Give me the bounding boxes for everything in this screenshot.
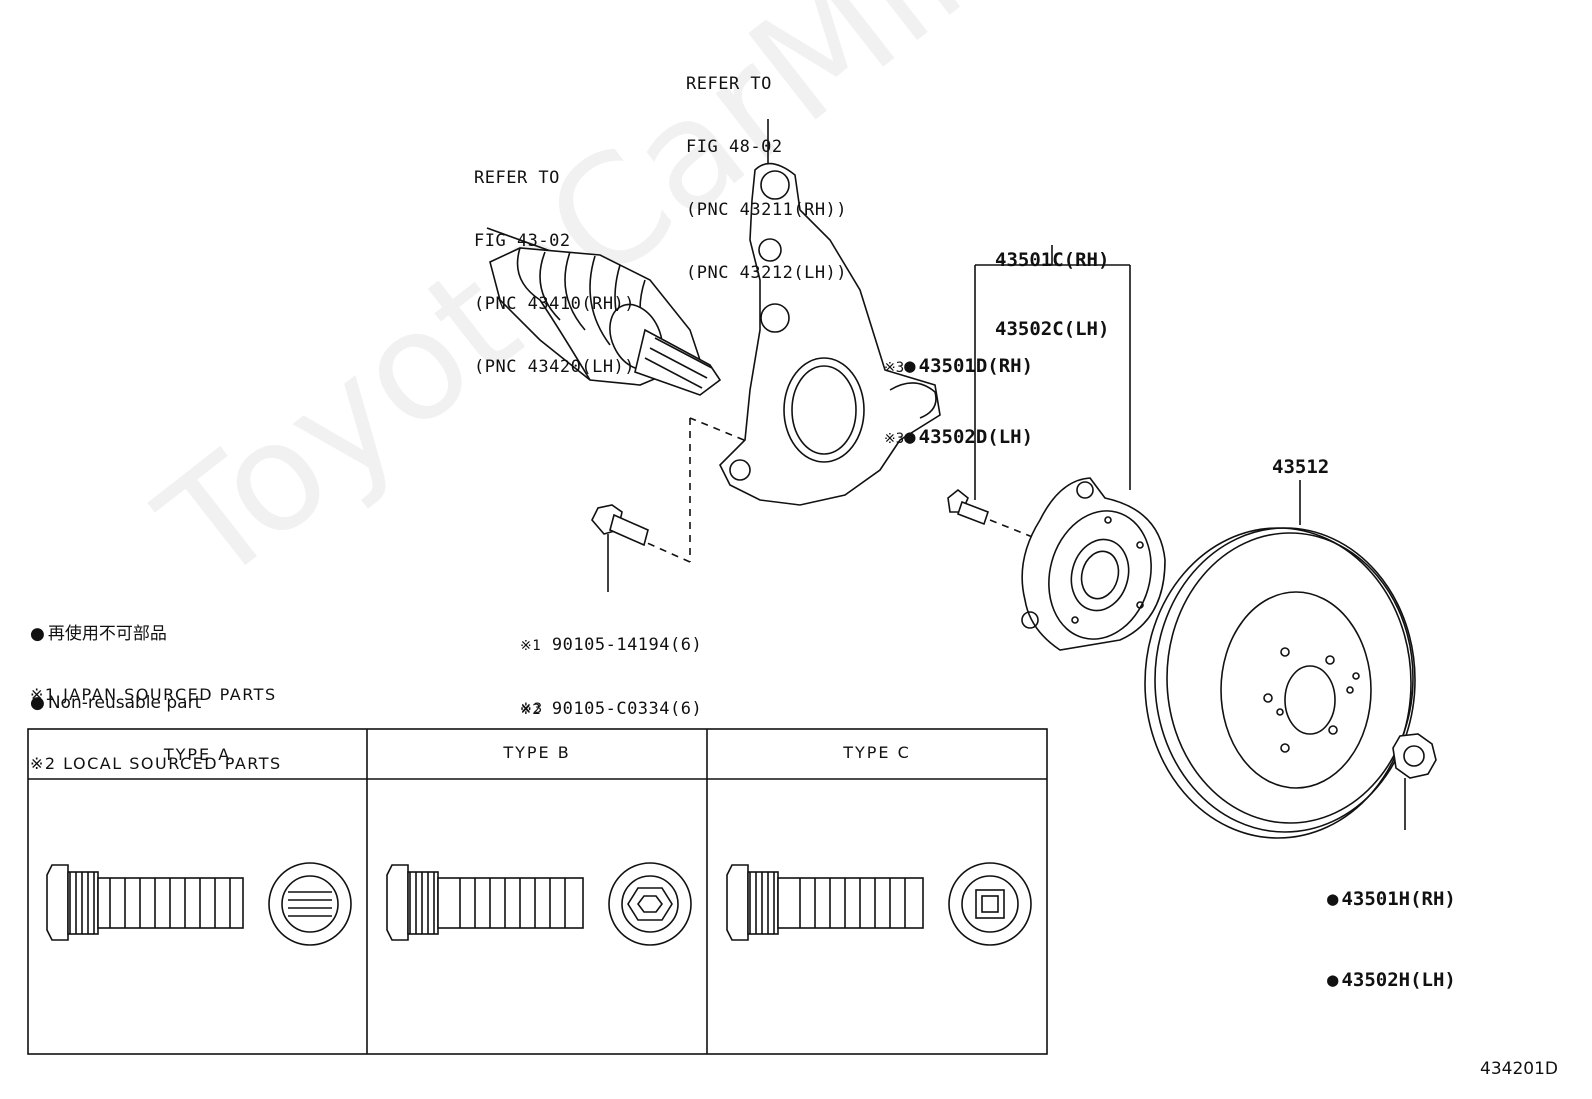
nut-lh: 43502H(LH) — [1327, 967, 1455, 994]
driveshaft-ref-line1: REFER TO — [474, 168, 560, 188]
hub-bolt-illustration — [947, 245, 1131, 526]
knuckle-bolt-illustration — [591, 504, 649, 592]
rotor-callout: 43512 — [1272, 456, 1330, 478]
legend-en: Non-reusable part — [30, 692, 201, 715]
type-table-mark: ※3 — [520, 701, 544, 717]
driveshaft-pnc-rh: (PNC 43410(RH)) — [474, 294, 636, 314]
knuckle-bolt-callout: ※1 90105-14194(6) ※2 90105-C0334(6) — [520, 593, 702, 742]
knuckle-pnc-rh: (PNC 43211(RH)) — [686, 200, 848, 220]
hub-bolt-mark-lh: ※3 — [884, 431, 905, 447]
sourcing-notes: ※1 JAPAN SOURCED PARTS ※2 LOCAL SOURCED … — [30, 637, 282, 798]
stud-type-a — [46, 862, 352, 946]
note-local: ※2 LOCAL SOURCED PARTS — [30, 754, 282, 773]
note-japan: ※1 JAPAN SOURCED PARTS — [30, 685, 277, 704]
knuckle-bolt-mark-2: ※2 — [520, 702, 542, 718]
hub-bolt-callout: ※343501D(RH) ※343502D(LH) — [884, 309, 1033, 474]
knuckle-bolt-guide — [644, 417, 745, 563]
hub-bearing-illustration — [989, 477, 1166, 651]
nut-rh: 43501H(RH) — [1327, 886, 1455, 913]
hub-bolt-rh: 43501D(RH) — [904, 355, 1033, 377]
knuckle-ref-line2: FIG 48-02 — [686, 137, 783, 157]
steering-knuckle-illustration — [719, 119, 941, 506]
legend: 再使用不可部品 Non-reusable part — [30, 577, 201, 738]
driveshaft-pnc-lh: (PNC 43420(LH)) — [474, 357, 636, 377]
type-c-heading: TYPE C — [843, 743, 911, 762]
knuckle-callout: REFER TO FIG 48-02 (PNC 43211(RH)) (PNC … — [686, 32, 847, 305]
legend-jp: 再使用不可部品 — [30, 623, 201, 646]
type-a-heading: TYPE A — [163, 745, 232, 764]
stud-type-table — [27, 728, 1048, 1055]
brake-rotor-illustration — [1144, 480, 1416, 839]
nut-callout: 43501H(RH) 43502H(LH) — [1327, 832, 1455, 1021]
drive-shaft-illustration — [486, 227, 722, 396]
driveshaft-ref-line2: FIG 43-02 — [474, 231, 571, 251]
knuckle-bolt-part-1: 90105-14194(6) — [551, 635, 703, 655]
stud-type-c — [726, 862, 1032, 946]
hub-bolt-mark-rh: ※3 — [884, 360, 905, 376]
hub-assembly-lh: 43502C(LH) — [995, 318, 1110, 340]
figure-id: 434201D — [1480, 1059, 1558, 1079]
driveshaft-callout: REFER TO FIG 43-02 (PNC 43410(RH)) (PNC … — [474, 126, 635, 399]
knuckle-bolt-mark-1: ※1 — [520, 638, 542, 654]
hub-assembly-rh: 43501C(RH) — [995, 249, 1110, 271]
knuckle-bolt-part-2: 90105-C0334(6) — [551, 699, 703, 719]
knuckle-pnc-lh: (PNC 43212(LH)) — [686, 263, 848, 283]
hub-nut-illustration — [1392, 733, 1437, 830]
type-b-heading: TYPE B — [503, 743, 571, 762]
hub-bolt-lh: 43502D(LH) — [904, 426, 1033, 448]
knuckle-ref-line1: REFER TO — [686, 74, 772, 94]
stud-type-b — [386, 862, 692, 946]
hub-assembly-callout: 43501C(RH) 43502C(LH) — [995, 203, 1109, 364]
